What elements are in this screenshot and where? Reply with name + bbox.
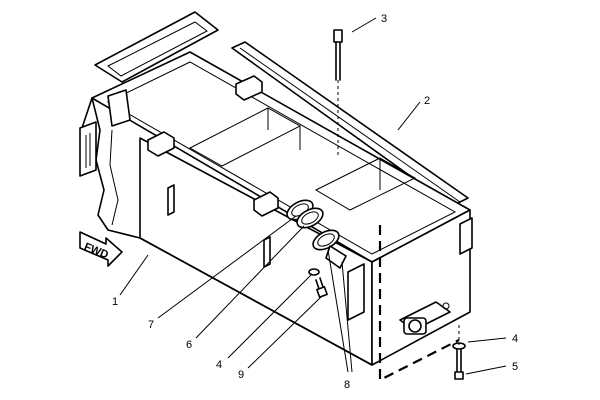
callout-3: 3 xyxy=(381,13,387,25)
callout-4-lower: 4 xyxy=(216,359,222,371)
oil-pan-body xyxy=(79,51,473,366)
gasket-item-2 xyxy=(231,41,469,207)
callout-8: 8 xyxy=(344,379,350,391)
callout-5: 5 xyxy=(512,361,518,373)
install-line xyxy=(378,225,460,382)
callout-4-right: 4 xyxy=(512,333,518,345)
callout-2: 2 xyxy=(424,95,430,107)
callout-7: 7 xyxy=(148,319,154,331)
seal-rings xyxy=(286,199,324,229)
callout-9: 9 xyxy=(238,369,244,381)
upper-gasket xyxy=(94,11,219,83)
bolt-item-5 xyxy=(452,342,466,380)
fwd-arrow: FWD xyxy=(79,231,123,267)
callout-6: 6 xyxy=(186,339,192,351)
callout-1: 1 xyxy=(112,296,118,308)
bolt-item-3 xyxy=(333,29,343,155)
bolt-item-9 xyxy=(308,268,328,298)
leader-lines xyxy=(119,17,507,375)
tube-ring-item-8 xyxy=(312,229,347,269)
